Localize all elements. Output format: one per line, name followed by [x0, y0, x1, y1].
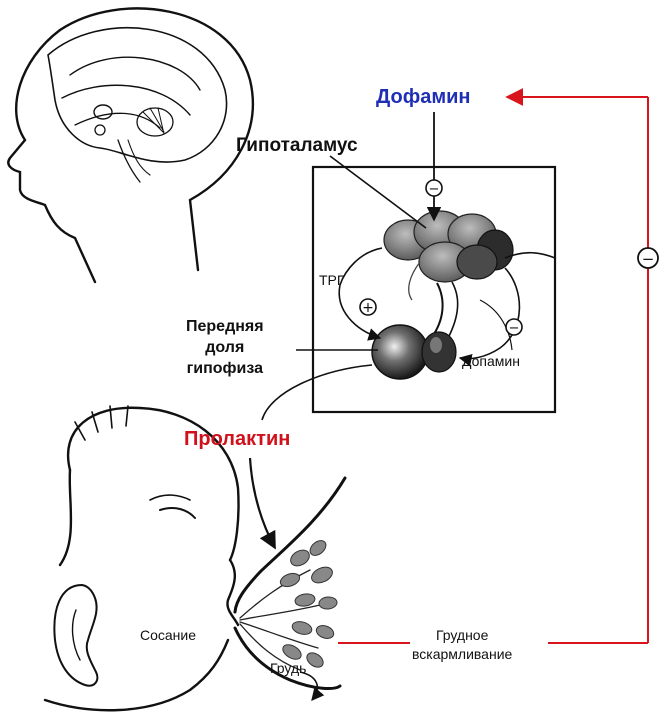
prolactin-label: Пролактин: [184, 428, 291, 450]
anterior-pituitary-gland: [371, 324, 457, 380]
pituitary-label-line-3: гипофиза: [186, 360, 263, 377]
pituitary-label-line-2: доля: [205, 339, 245, 356]
adult-head-illustration: [7, 7, 255, 284]
hypothalamus-pointer: [329, 155, 427, 229]
dopamin-minus-marker: −: [505, 318, 523, 336]
breastfeeding-label: Грудное вскармливание: [412, 626, 512, 664]
feedback-loop: [338, 88, 649, 644]
suckling-label: Сосание: [140, 627, 197, 643]
breast-label: Грудь: [270, 660, 307, 676]
svg-text:−: −: [642, 250, 655, 268]
svg-text:−: −: [509, 321, 520, 336]
dopamine-inhibition-arrow: −: [425, 112, 443, 222]
pituitary-box: [311, 165, 557, 414]
prolactin-release-line: [261, 364, 373, 421]
hypothalamus-shape: [383, 210, 514, 301]
anterior-pituitary-label: Передняя доля гипофиза: [186, 316, 264, 379]
feedback-minus-marker: −: [637, 247, 659, 269]
prolactin-to-breast-arrow: [248, 457, 276, 550]
infant-illustration: [43, 405, 240, 712]
dopamine-label: Дофамин: [376, 86, 471, 108]
pituitary-label-line-1: Передняя: [186, 318, 264, 335]
dopamin-secondary-label: Допамин: [462, 353, 520, 369]
trg-plus-marker: +: [359, 298, 377, 316]
breast-illustration: [233, 476, 347, 690]
feeding-label-line-2: вскармливание: [412, 646, 513, 662]
hypothalamus-label: Гипоталамус: [236, 135, 358, 156]
minus-sign-dopamine: −: [429, 182, 440, 197]
breast-pointer-arrow: [299, 671, 325, 701]
feeding-label-line-1: Грудное: [435, 627, 489, 643]
svg-text:+: +: [362, 300, 374, 316]
trg-label: ТРГ: [319, 272, 345, 288]
